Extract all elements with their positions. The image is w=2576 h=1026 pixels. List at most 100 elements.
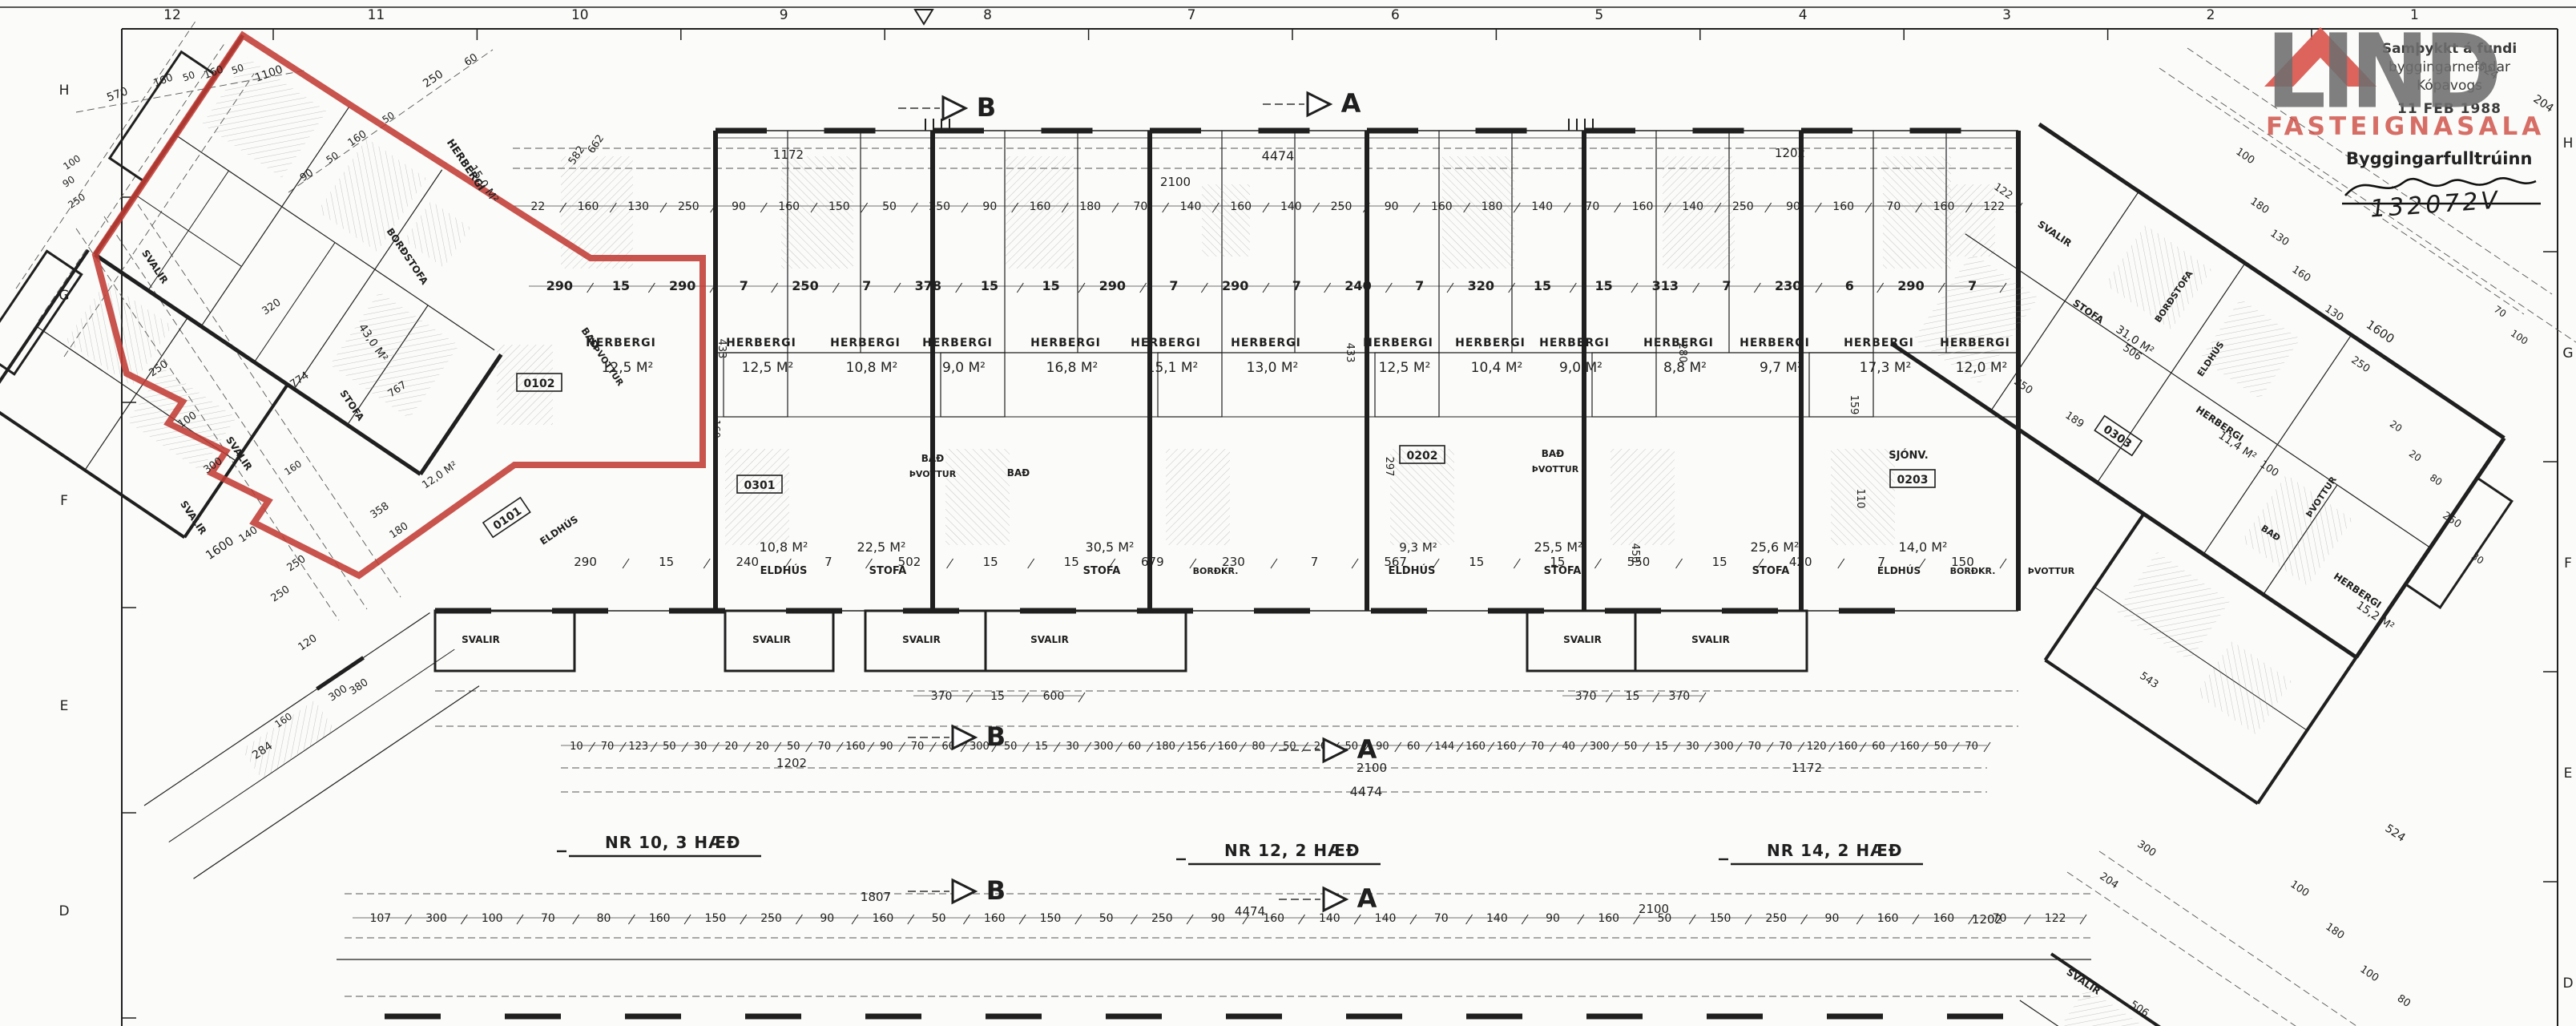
grid-ref-top: 2 — [2207, 7, 2215, 23]
hatch-texture — [1202, 184, 1250, 256]
wall-line — [168, 648, 455, 843]
wall-line — [572, 914, 580, 925]
hatch-texture — [2199, 298, 2300, 399]
room-label: HERBERGI — [726, 337, 796, 349]
wall-line — [0, 248, 90, 404]
dim-chain-value: 160 — [1218, 741, 1238, 753]
dim-chain-value: 240 — [1344, 278, 1371, 293]
dim-chain-value: 50 — [1934, 741, 1948, 753]
wall-line — [1363, 741, 1371, 753]
dim-chain-value: 290 — [1897, 278, 1924, 293]
dim-chain-value: 7 — [862, 278, 871, 293]
wall-line — [2187, 47, 2553, 295]
dim-chain-value: 7 — [740, 278, 748, 293]
dim-chain-value: 90 — [1546, 912, 1560, 925]
room-label: HERBERGI — [1643, 337, 1714, 349]
plan-label: 2100 — [1639, 902, 1669, 916]
wall-line — [1877, 282, 1885, 293]
wall-line — [1186, 914, 1194, 925]
plan-label: 120 — [296, 632, 320, 653]
plan-label: STOFA — [1083, 565, 1121, 577]
wall-line — [1353, 914, 1361, 925]
dim-chain-value: 140 — [1319, 912, 1340, 925]
wall-rect — [984, 609, 1187, 673]
wall-line — [1675, 558, 1683, 569]
wall-line — [867, 741, 875, 753]
plan-label: 10,8 M² — [760, 539, 808, 555]
dim-chain-value: 70 — [911, 741, 925, 753]
wall-line — [650, 741, 658, 753]
wall-line — [2066, 871, 2296, 1026]
wall-line — [1018, 914, 1026, 925]
dim-chain-value: 70 — [1585, 200, 1599, 213]
dim-chain-value: 250 — [792, 278, 818, 293]
dim-chain-value: 150 — [705, 912, 727, 925]
dim-chain-value: 160 — [1933, 200, 1955, 213]
plan-label: 160 — [2289, 264, 2312, 285]
wall-line — [1704, 741, 1712, 753]
grid-ref-top: 10 — [571, 7, 589, 23]
wall-line — [1432, 558, 1440, 569]
wall-line — [1735, 741, 1743, 753]
wall-line — [254, 242, 336, 363]
hatch-texture — [1166, 449, 1230, 545]
plan-label: 297 — [1383, 457, 1395, 477]
dim-chain-value: 90 — [880, 741, 893, 753]
wall-line — [619, 741, 627, 753]
plan-label: 90 — [298, 167, 316, 184]
plan-label: 50 — [325, 150, 341, 166]
bottom-right-wing — [2019, 952, 2332, 1026]
dim-chain-value: 250 — [1765, 912, 1787, 925]
hatch-texture — [1663, 156, 1735, 269]
room-label: HERBERGI — [1030, 337, 1101, 349]
plan-label: 570 — [105, 85, 130, 104]
plan-label: 100 — [2288, 879, 2311, 899]
unit-title: NR 12, 2 HÆÐ — [1224, 841, 1361, 860]
dim-chain-value: 90 — [732, 200, 746, 213]
wall-line — [774, 741, 782, 753]
dim-chain-value: 15 — [1655, 741, 1668, 753]
dim-chain-value: 180 — [1482, 200, 1503, 213]
dim-chain-value: 60 — [1128, 741, 1142, 753]
dim-chain-value: 140 — [1486, 912, 1508, 925]
wall-line — [1569, 282, 1577, 293]
wall-line — [143, 612, 430, 806]
plan-label: 14,0 M² — [1899, 539, 1948, 555]
wall-line — [1262, 282, 1270, 293]
wall-line — [1814, 202, 1822, 213]
dim-chain-value: 70 — [1965, 741, 1978, 753]
room-number-box: 0102 — [516, 373, 562, 392]
plan-label: 100 — [2357, 963, 2380, 984]
wall-line — [683, 914, 691, 925]
wall-line — [1864, 202, 1873, 213]
room-number-box: 0303 — [2094, 414, 2143, 457]
dim-chain-value: 15 — [1550, 555, 1565, 569]
wall-line — [622, 558, 630, 569]
plan-label: 80 — [2395, 992, 2413, 1010]
wall-line — [1513, 202, 1521, 213]
plan-label: 100 — [2509, 327, 2530, 346]
dim-chain-value: 122 — [2045, 912, 2066, 925]
plan-label: 160 — [152, 71, 175, 90]
dim-chain-value: 50 — [1283, 741, 1296, 753]
dim-chain-value: 160 — [873, 912, 894, 925]
wall-line — [193, 685, 480, 879]
wall-line — [559, 202, 567, 213]
wall-line — [1800, 914, 1808, 925]
wall-line — [2159, 67, 2525, 315]
plan-label: 1172 — [773, 147, 804, 162]
wall-line — [2038, 122, 2505, 440]
room-label: HERBERGI — [1844, 337, 1914, 349]
plan-label: 1600 — [203, 534, 236, 563]
stamp-date: 11 FEB 1988 — [2397, 100, 2501, 117]
wall-line — [1078, 692, 1086, 703]
dim-chain-value: 140 — [1531, 200, 1553, 213]
wall-line — [1633, 914, 1640, 925]
dim-chain-value: 107 — [369, 912, 391, 925]
plan-label: 250 — [2348, 354, 2372, 375]
dim-chain-value: 30 — [694, 741, 707, 753]
section-marker-B: B — [908, 721, 1006, 752]
grid-ref-right: D — [2562, 976, 2573, 992]
grid-ref-top: 9 — [780, 7, 788, 23]
wall-line — [1692, 282, 1700, 293]
